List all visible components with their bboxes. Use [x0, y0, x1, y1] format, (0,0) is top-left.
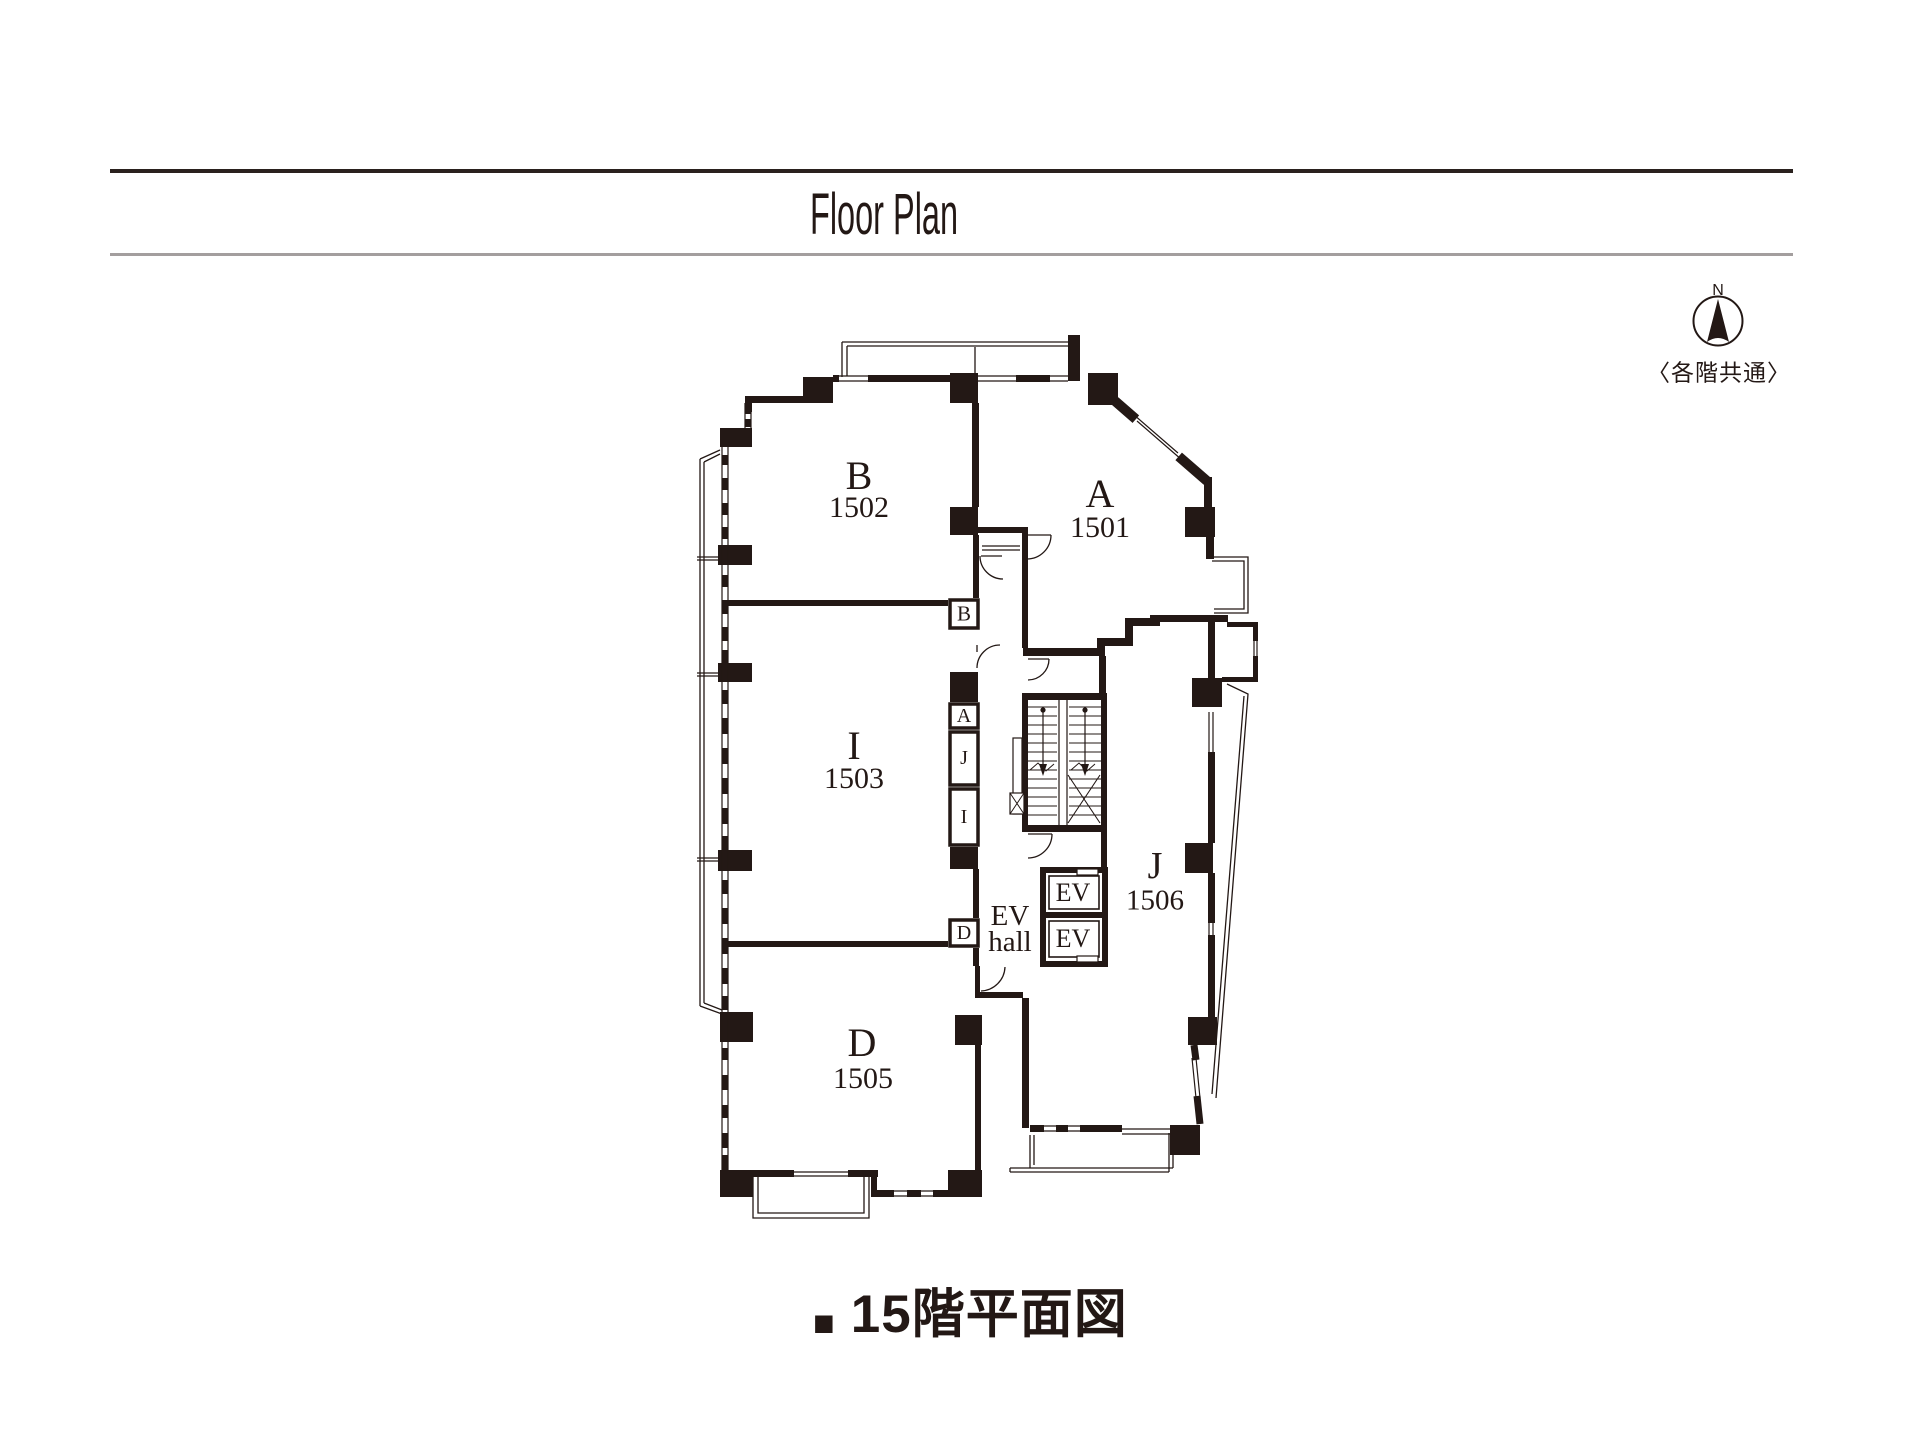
door-tag-b: B [956, 601, 972, 626]
top-rule [110, 169, 1793, 173]
diagonal-walls [1111, 397, 1211, 1125]
room-j-letter: J [1147, 845, 1163, 887]
windows [721, 375, 1258, 1197]
elevator-shafts [1040, 867, 1108, 967]
caption-text: 15階平面図 [850, 1285, 1128, 1344]
door-tag-i: I [960, 806, 968, 828]
ev-car2-label: EV [1055, 924, 1091, 953]
ev-hall-line2: hall [988, 926, 1032, 958]
ev-hall-label: EV hall [988, 900, 1032, 958]
door-tag-a: A [956, 705, 972, 727]
room-a-number: 1501 [1070, 511, 1130, 544]
door-tag-j: J [960, 747, 968, 769]
door-tag-boxes [948, 598, 980, 948]
header-divider-rule [110, 253, 1793, 256]
caption-bullet-icon: ■ [813, 1302, 835, 1343]
room-d-letter: D [847, 1020, 877, 1065]
compass-icon [1692, 295, 1744, 347]
staircase [1009, 693, 1107, 873]
room-j-number: 1506 [1126, 884, 1184, 917]
room-b-letter: B [845, 453, 873, 498]
compass-note: 〈各階共通〉 [1647, 359, 1791, 386]
caption: ■ 15階平面図 [813, 1285, 1128, 1344]
door-tag-d: D [956, 922, 972, 944]
walls [718, 335, 1258, 1197]
door-arcs [976, 534, 1053, 992]
page-title: Floor Plan [810, 182, 959, 247]
ev-hall-line1: EV [990, 900, 1030, 932]
room-d-number: 1505 [833, 1062, 893, 1095]
room-i-number: 1503 [824, 762, 884, 795]
room-b-number: 1502 [829, 491, 889, 524]
floorplan-drawing [697, 335, 1258, 1219]
ev-car1-label: EV [1055, 878, 1091, 907]
room-i-letter: I [847, 723, 861, 768]
balcony-outlines [697, 341, 1249, 1219]
room-a-letter: A [1085, 471, 1115, 516]
compass-north-label: N [1712, 282, 1724, 299]
